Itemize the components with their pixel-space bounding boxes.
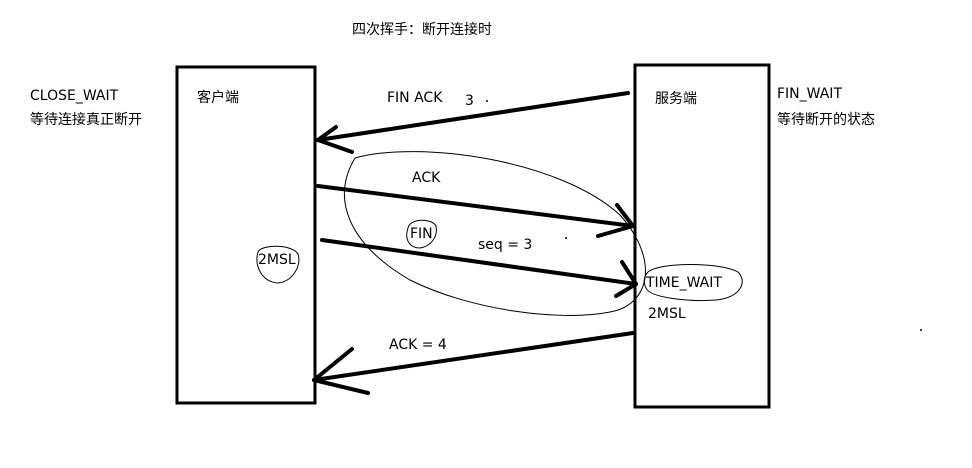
client-box	[175, 65, 317, 405]
server-state-desc: 等待断开的状态	[777, 112, 875, 128]
msg-fin: FIN	[410, 226, 433, 242]
highlight-ellipse	[344, 151, 646, 316]
server-state: FIN_WAIT	[777, 86, 842, 102]
client-timer: 2MSL	[258, 252, 296, 268]
page-title: 四次挥手：断开连接时	[352, 22, 492, 38]
msg-fin-ack: FIN ACK	[387, 90, 443, 106]
client-state: CLOSE_WAIT	[30, 88, 119, 104]
stray-dot	[920, 329, 922, 331]
server-label: 服务端	[655, 91, 697, 107]
stray-dot	[565, 237, 567, 239]
msg-ack4: ACK = 4	[389, 337, 447, 353]
arrow-ack4	[312, 331, 635, 395]
time-wait-scribble	[643, 264, 743, 301]
client-label: 客户端	[197, 90, 239, 106]
client-2msl-scribble	[256, 245, 300, 284]
msg-fin-ack-seq: 3	[465, 93, 474, 109]
arrow-fin-ack	[316, 91, 630, 154]
server-box	[633, 63, 771, 409]
stray-dot	[486, 100, 488, 102]
server-timer: 2MSL	[648, 306, 686, 322]
fin-scribble	[406, 219, 437, 249]
msg-ack: ACK	[412, 170, 441, 186]
msg-seq: seq = 3	[478, 237, 533, 253]
arrow-fin	[320, 238, 638, 298]
client-state-desc: 等待连接真正断开	[30, 112, 142, 128]
arrow-ack	[316, 184, 635, 238]
server-time-wait: TIME_WAIT	[646, 275, 722, 291]
